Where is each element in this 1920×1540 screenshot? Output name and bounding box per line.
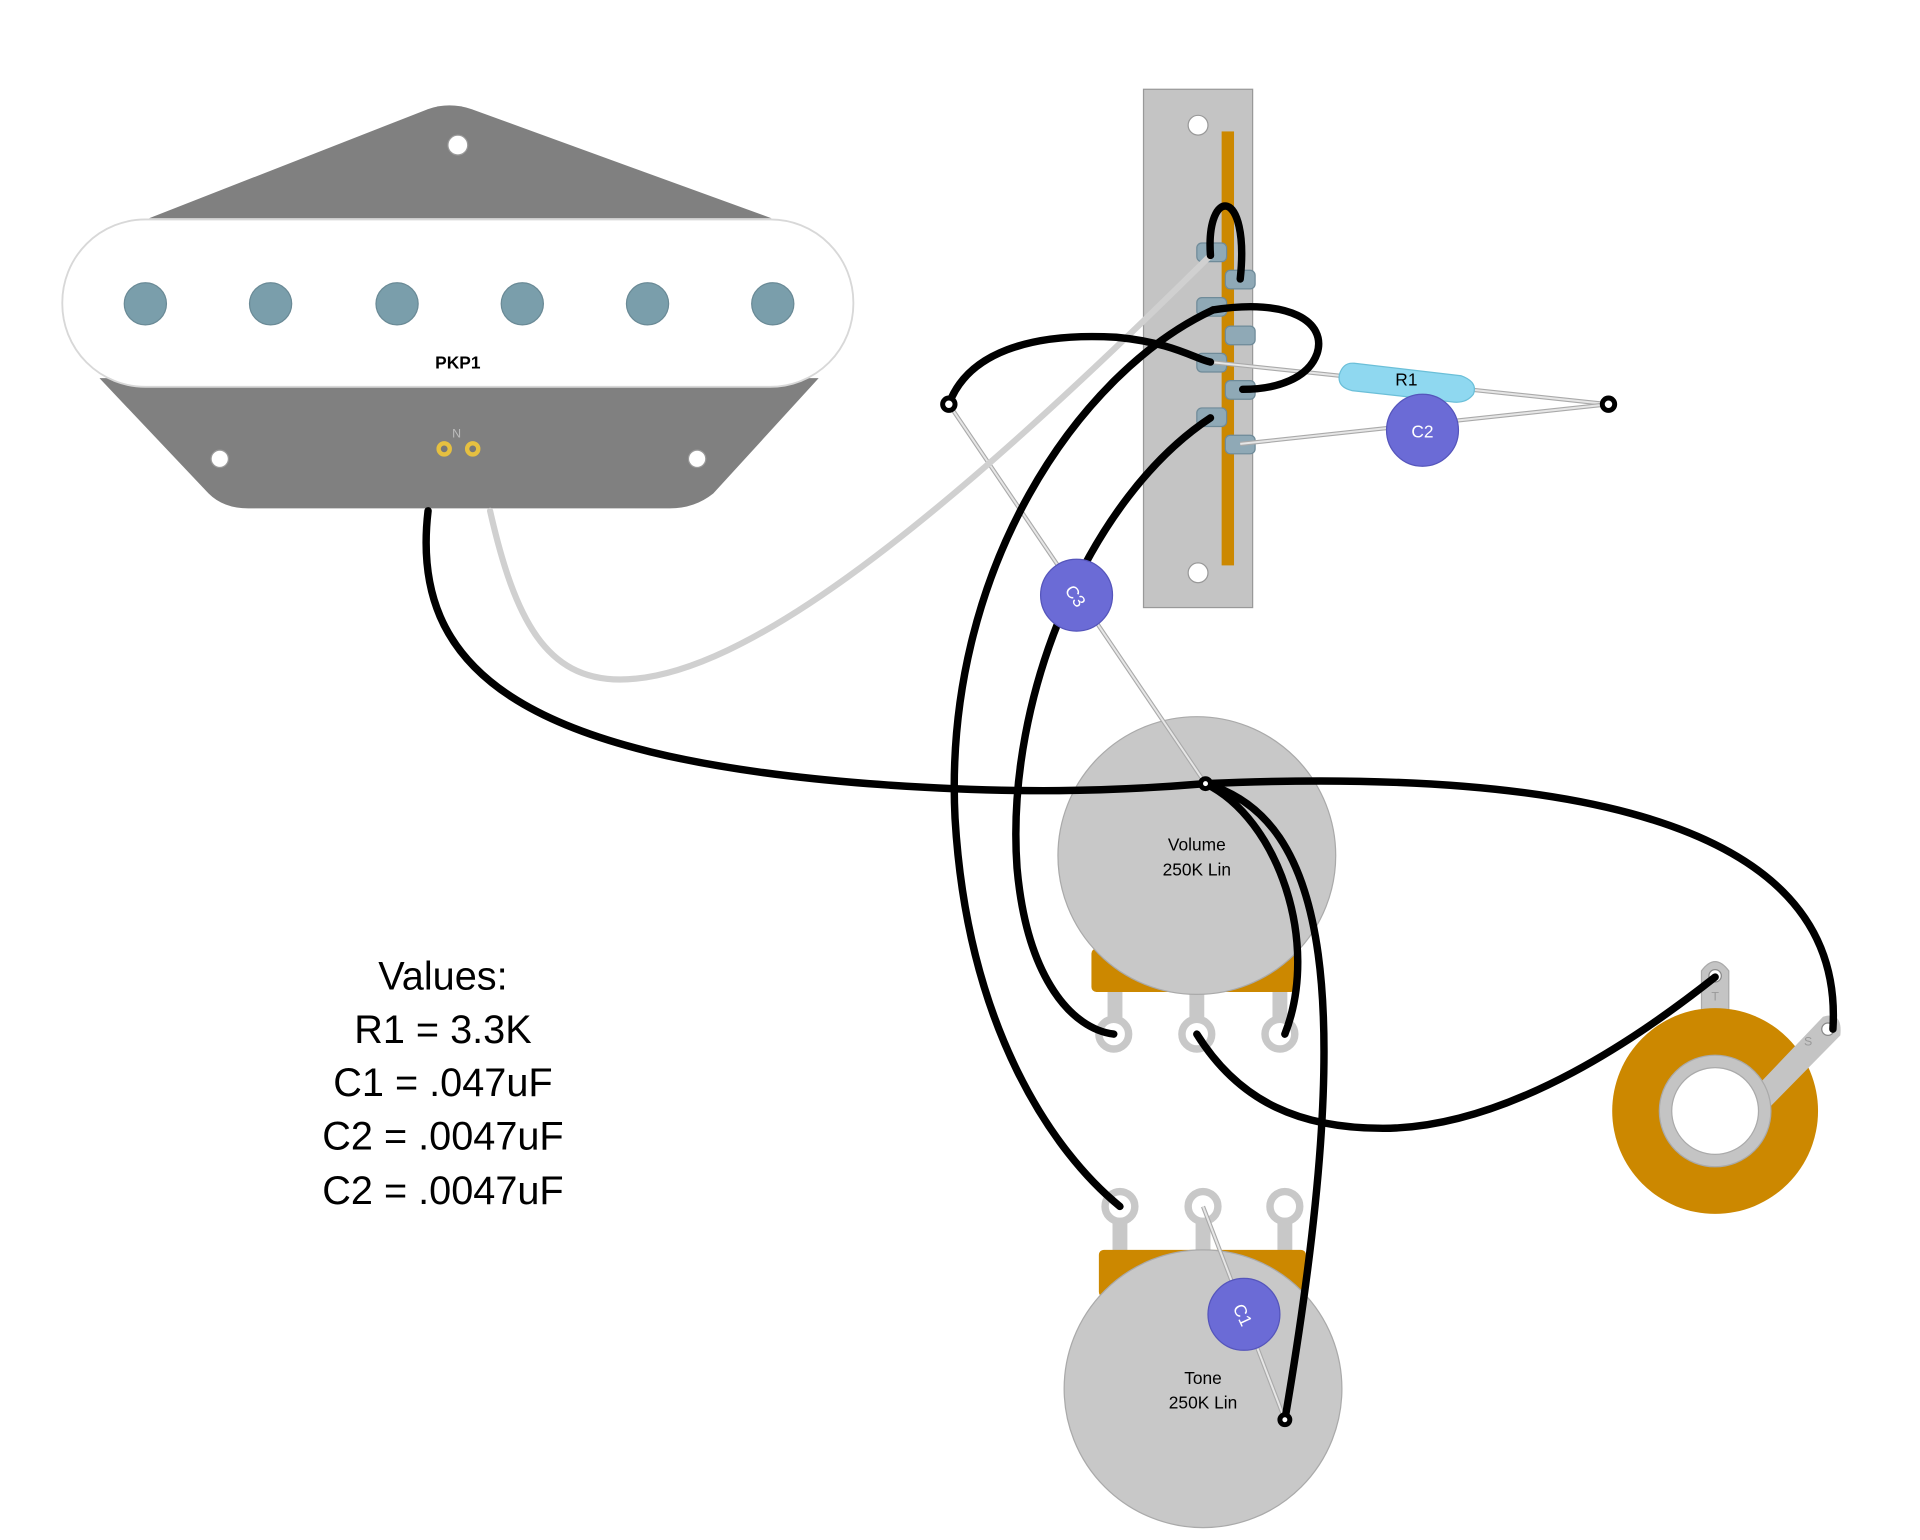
jack-sleeve-label: S bbox=[1804, 1034, 1812, 1048]
pole-pieces bbox=[123, 282, 795, 326]
wire-volume-ground bbox=[1201, 779, 1302, 1038]
jack-hole bbox=[1671, 1066, 1760, 1155]
wire-pickup-hot bbox=[486, 252, 1214, 683]
volume-pot-name: Volume bbox=[1168, 835, 1226, 855]
wire-switch-to-tone bbox=[950, 306, 1217, 1211]
pickup-terminal-label: N bbox=[452, 427, 461, 441]
values-line: R1 = 3.3K bbox=[354, 1008, 531, 1052]
resistor-label: R1 bbox=[1395, 370, 1417, 390]
pickup-terminals bbox=[436, 441, 481, 457]
capacitor-c3: C3 bbox=[1039, 558, 1114, 632]
pickup-baseplate bbox=[149, 105, 772, 219]
wire-volume-to-jack-tip bbox=[1193, 973, 1719, 1133]
tone-pot-body bbox=[1063, 1249, 1343, 1529]
switch-hole-top bbox=[1187, 114, 1209, 136]
tone-pot-lugs bbox=[1101, 1187, 1304, 1226]
wire-switch-jumper bbox=[1206, 202, 1246, 283]
wire-ground-to-jack bbox=[1201, 777, 1837, 1033]
wire-junctions bbox=[940, 395, 1618, 1428]
jack-sleeve-lug bbox=[1748, 1015, 1841, 1110]
pickup: PKP1 N bbox=[61, 105, 855, 509]
volume-pot-value: 250K Lin bbox=[1163, 859, 1231, 879]
tone-pot-value: 250K Lin bbox=[1169, 1393, 1237, 1413]
jack-tip-label: T bbox=[1711, 990, 1719, 1004]
wire-c3-to-switch bbox=[945, 332, 1215, 408]
mounting-holes bbox=[210, 134, 707, 469]
capacitor-c1: C1 bbox=[1207, 1277, 1281, 1351]
values-legend: Values: R1 = 3.3K C1 = .047uF C2 = .0047… bbox=[322, 954, 563, 1213]
tone-pot: Tone 250K Lin bbox=[1063, 1187, 1343, 1529]
wire-tone-ground bbox=[1201, 779, 1328, 1424]
capacitor-c1-body bbox=[1207, 1277, 1281, 1351]
switch-contact-bar bbox=[1221, 131, 1235, 566]
wire-switch-loop bbox=[1209, 303, 1323, 394]
output-jack: T S bbox=[1612, 960, 1841, 1214]
capacitor-c2: C2 bbox=[1385, 393, 1460, 467]
values-title: Values: bbox=[378, 954, 507, 998]
switch-hole-bottom bbox=[1187, 562, 1209, 584]
pickup-cover bbox=[61, 218, 855, 388]
tone-pot-name: Tone bbox=[1184, 1368, 1222, 1388]
wire-switch-to-volume bbox=[1012, 414, 1215, 1038]
resistor-body bbox=[1338, 362, 1476, 403]
capacitor-c2-label: C2 bbox=[1411, 422, 1433, 442]
resistor-r1 bbox=[1338, 362, 1476, 403]
capacitor-c2-body bbox=[1385, 393, 1460, 467]
pickup-label: PKP1 bbox=[435, 352, 481, 372]
pickup-baseplate-lower bbox=[99, 378, 819, 509]
values-line: C1 = .047uF bbox=[333, 1061, 552, 1105]
wire-pickup-ground bbox=[422, 507, 1210, 795]
values-line: C2 = .0047uF bbox=[322, 1114, 563, 1158]
values-line: C2 = .0047uF bbox=[322, 1169, 563, 1213]
wires bbox=[422, 202, 1837, 1428]
capacitor-c3-body bbox=[1039, 558, 1114, 632]
